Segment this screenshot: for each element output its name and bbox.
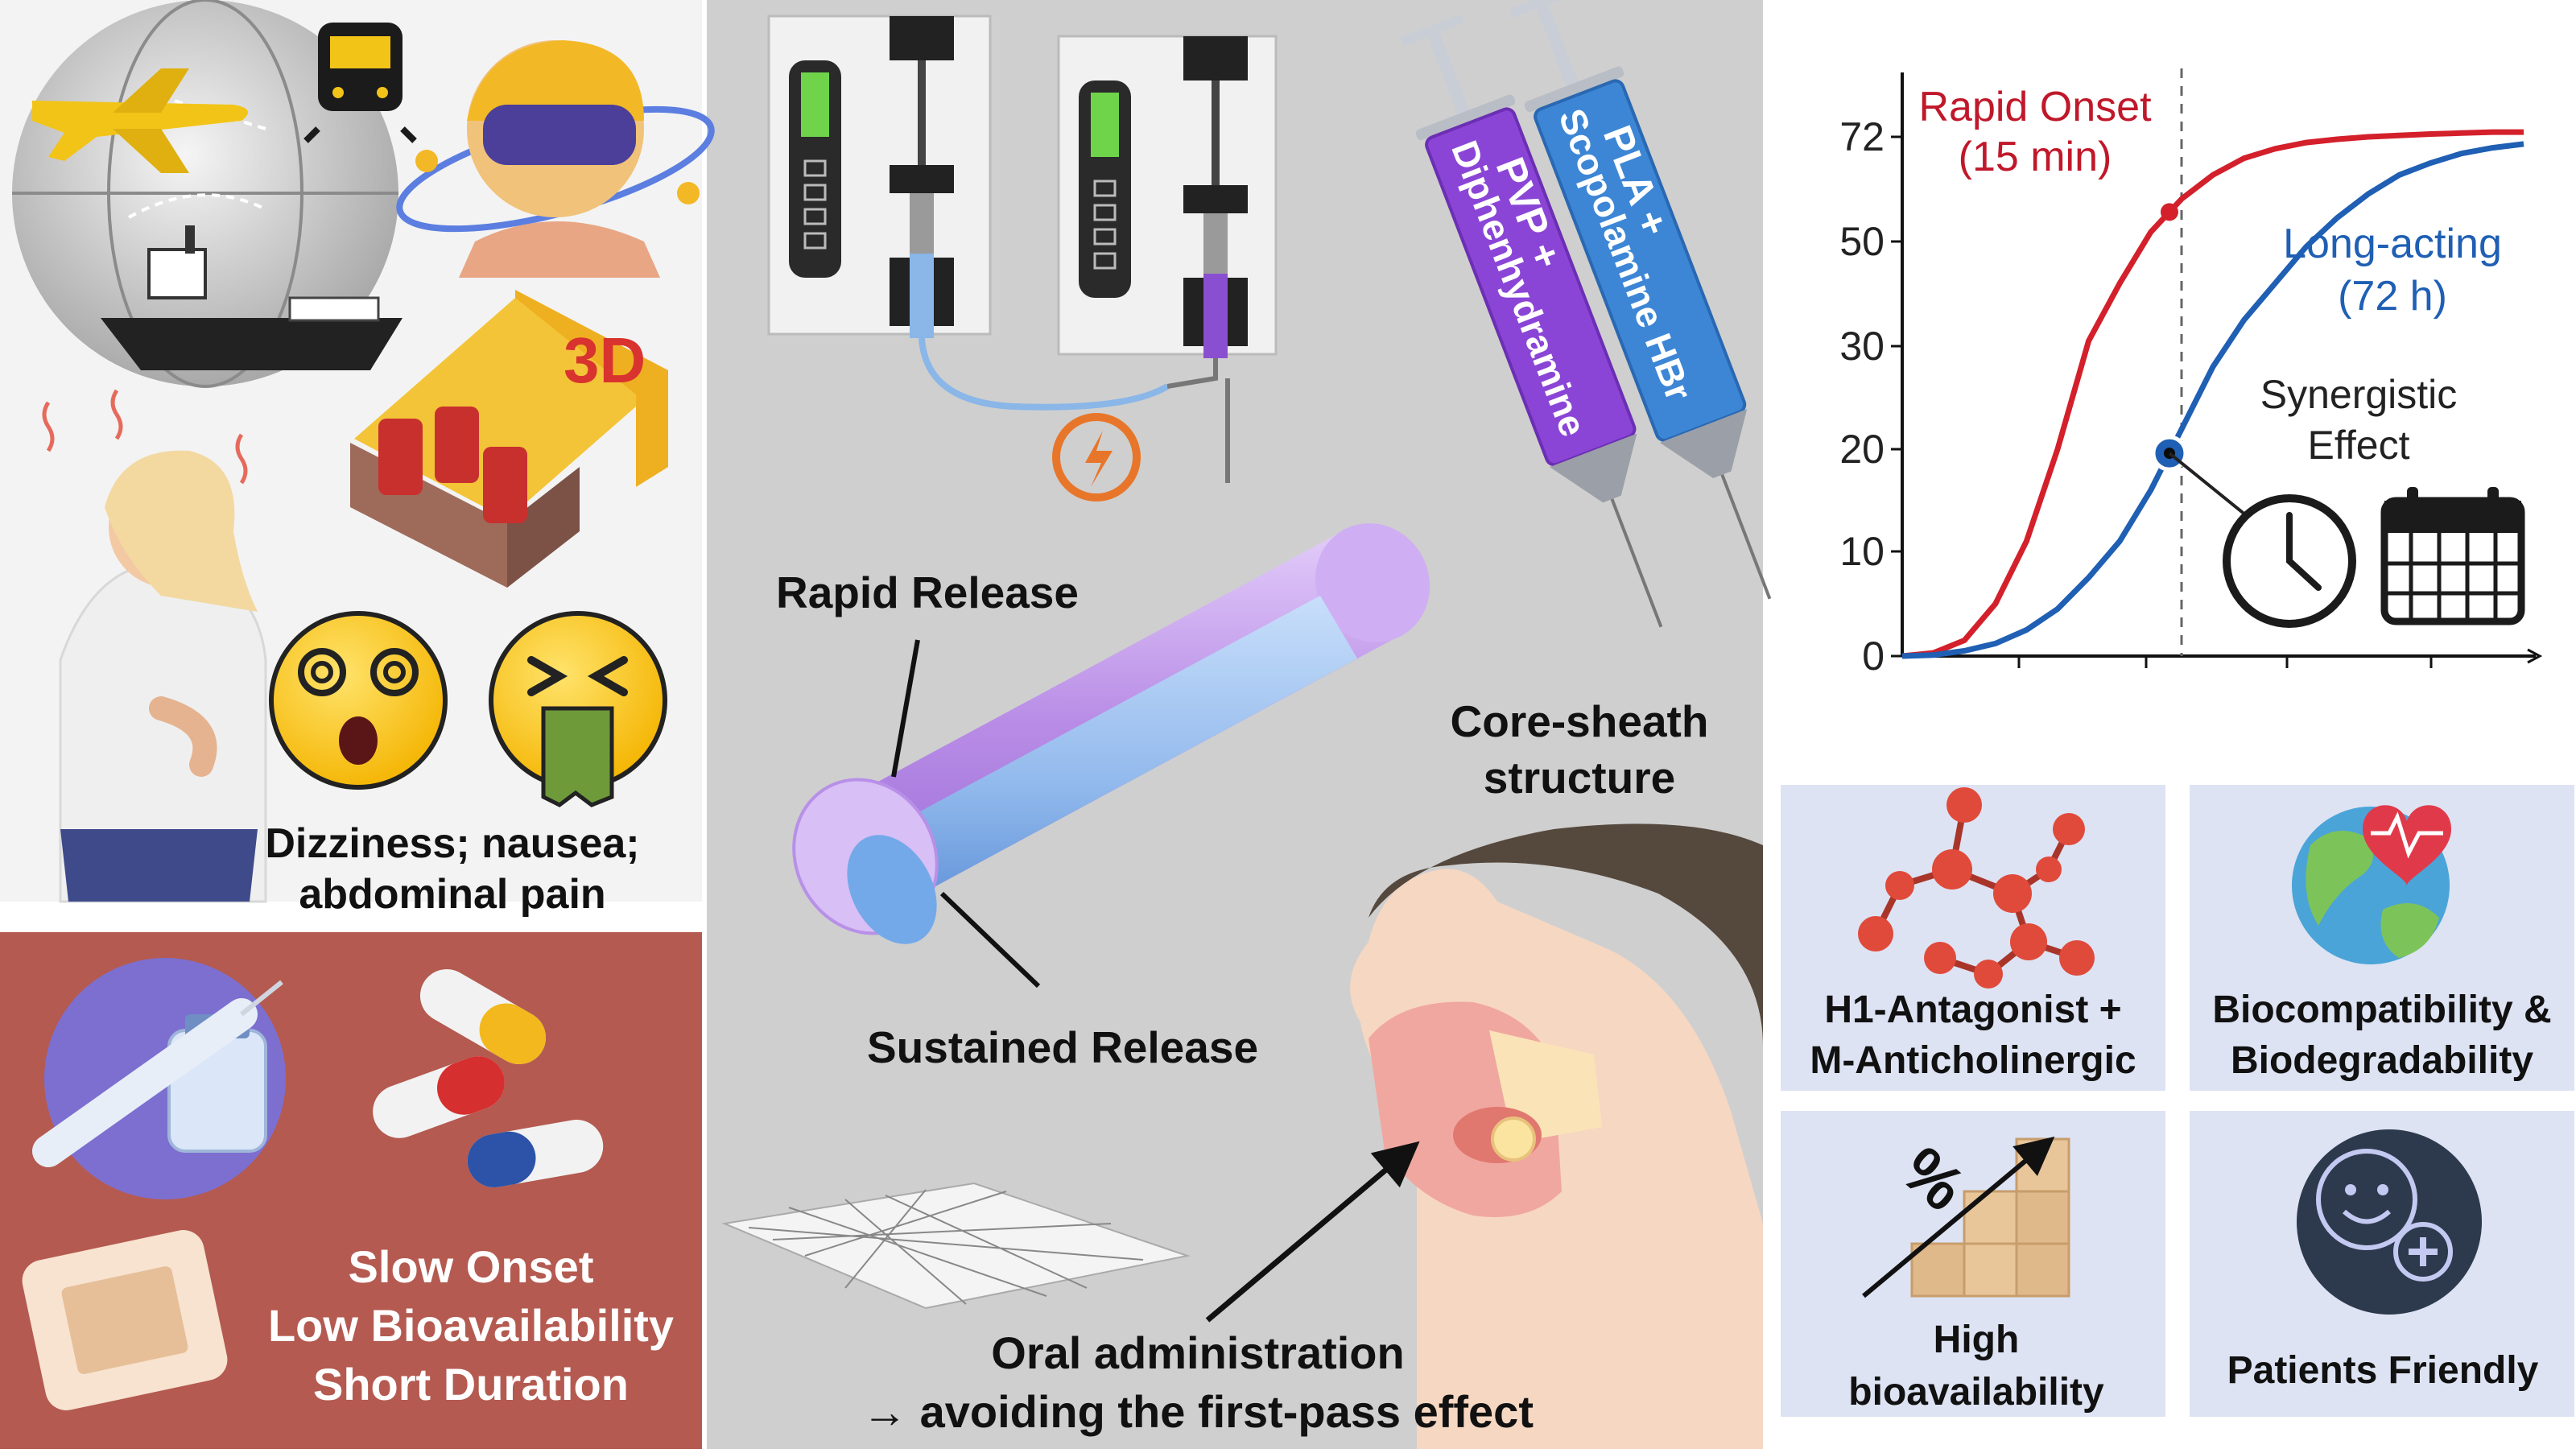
sustained-release-pointer <box>939 891 1041 989</box>
dizzy-face-icon <box>269 611 448 790</box>
nauseated-face-icon <box>489 611 667 807</box>
rapid-onset-curve <box>1901 129 2524 659</box>
feature-dual-drug-line-1: H1-Antagonist + <box>1824 989 2121 1031</box>
travel-globe-icon <box>12 0 398 388</box>
molecule-icon <box>1858 787 2095 989</box>
synergy-label-2: Effect <box>2308 423 2410 468</box>
long-acting-label-2: (72 h) <box>2338 273 2447 320</box>
problem-slow-onset: Slow Onset <box>349 1241 594 1292</box>
long-acting-label-1: Long-acting <box>2283 221 2502 267</box>
3d-label: 3D <box>564 324 646 396</box>
airplane-icon <box>32 68 248 173</box>
y-tick-label: 72 <box>1839 114 1885 159</box>
core-sheath-label-1: Core-sheath <box>1451 696 1709 746</box>
sustained-release-label: Sustained Release <box>867 1022 1258 1072</box>
syringe-pump-icon <box>767 14 992 338</box>
y-tick-label: 10 <box>1839 529 1885 574</box>
smiley-medical-icon <box>2297 1129 2482 1315</box>
y-tick-label: 20 <box>1839 427 1885 472</box>
feature-biocompatibility-line-2: Biodegradability <box>2231 1039 2533 1082</box>
problem-short-duration: Short Duration <box>313 1359 629 1410</box>
y-tick-label: 30 <box>1839 324 1885 369</box>
oral-administration-label-1: Oral administration <box>991 1327 1404 1378</box>
clock-icon <box>2223 494 2356 628</box>
injection-icon <box>32 958 286 1199</box>
3d-cinema-icon: 3D <box>350 290 668 588</box>
ship-icon <box>101 225 402 370</box>
x-axis-arrow <box>2527 648 2543 664</box>
problem-low-bioavailability: Low Bioavailability <box>268 1300 674 1351</box>
feature-bioavailability-line-2: bioavailability <box>1848 1371 2104 1414</box>
oral-administration-arrow <box>1205 1141 1420 1323</box>
release-profile-chart: 0 10 20 30 50 72 Rapid Onset (15 min) Long-ac… <box>1839 68 2543 679</box>
rapid-onset-label-2: (15 min) <box>1959 134 2112 180</box>
symptoms-line-2: abdominal pain <box>299 871 605 918</box>
patch-icon <box>22 1230 228 1410</box>
y-tick-label: 0 <box>1862 634 1885 679</box>
vr-headset-icon <box>396 40 715 278</box>
syringe-pump-icon <box>1057 35 1278 358</box>
synergy-label-1: Synergistic <box>2260 372 2458 417</box>
feature-patient-friendly-line-1: Patients Friendly <box>2227 1349 2539 1392</box>
calendar-icon <box>2380 487 2525 625</box>
rapid-onset-marker <box>2160 203 2178 221</box>
oral-administration-label-2: → avoiding the first-pass effect <box>862 1386 1534 1437</box>
synergy-pointer <box>2168 452 2248 517</box>
nanofiber-mat-icon <box>721 1182 1191 1310</box>
earth-heart-icon <box>2292 805 2451 964</box>
feed-tube <box>1166 358 1218 389</box>
train-icon <box>303 23 417 143</box>
high-voltage-icon <box>1052 413 1141 502</box>
rapid-onset-label-1: Rapid Onset <box>1918 84 2152 130</box>
feature-dual-drug-line-2: M-Anticholinergic <box>1810 1039 2136 1082</box>
rapid-release-pointer <box>891 639 920 778</box>
dizzy-person-icon <box>42 389 267 903</box>
core-sheath-fiber <box>792 523 1430 944</box>
long-acting-curve <box>1901 141 2524 659</box>
rapid-release-label: Rapid Release <box>776 568 1079 617</box>
feature-biocompatibility-line-1: Biocompatibility & <box>2212 989 2551 1031</box>
y-tick-label: 50 <box>1839 219 1885 264</box>
core-sheath-label-2: structure <box>1484 753 1675 803</box>
capsule-icon <box>373 969 604 1188</box>
feed-tube <box>919 337 1170 411</box>
feature-bioavailability-line-1: High <box>1934 1319 2020 1361</box>
feature-card-dual-drug <box>1781 785 2165 1091</box>
symptoms-line-1: Dizziness; nausea; <box>265 820 639 867</box>
